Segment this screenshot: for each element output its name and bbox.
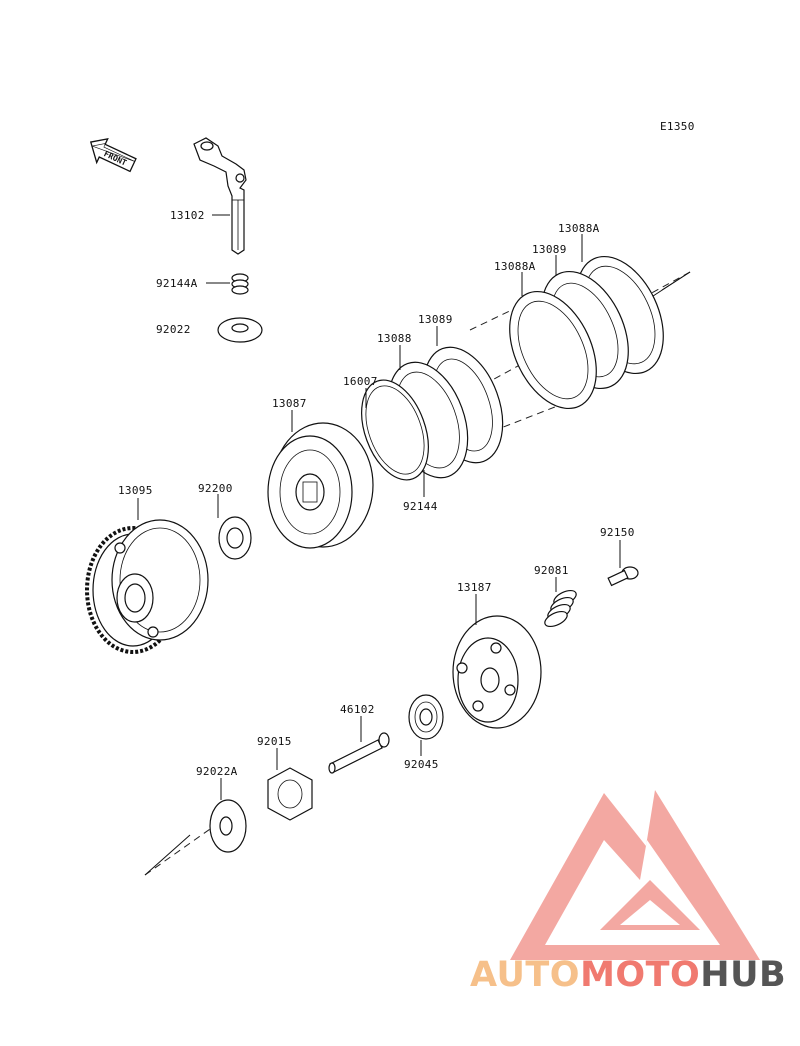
label-92144: 92144 bbox=[403, 500, 438, 513]
label-92045: 92045 bbox=[404, 758, 439, 771]
watermark-brand: AUTOMOTOHUB bbox=[470, 958, 786, 993]
front-arrow-icon: FRONT bbox=[89, 138, 137, 173]
part-92022A-washer bbox=[209, 799, 247, 853]
part-92045-bearing bbox=[408, 694, 444, 740]
watermark-hub: HUB bbox=[700, 955, 787, 995]
label-92022: 92022 bbox=[156, 323, 191, 336]
label-13088A-mid: 13088A bbox=[494, 260, 536, 273]
part-92081-spring bbox=[544, 589, 577, 628]
label-13088A-top: 13088A bbox=[558, 222, 600, 235]
watermark-moto: MOTO bbox=[580, 955, 701, 995]
part-16007-wire-ring bbox=[361, 379, 429, 481]
part-92015-nut bbox=[267, 767, 313, 821]
watermark-auto: AUTO bbox=[470, 955, 581, 995]
label-13095: 13095 bbox=[118, 484, 153, 497]
label-13089-top: 13089 bbox=[532, 243, 567, 256]
label-13102: 13102 bbox=[170, 209, 205, 222]
part-46102-push-rod bbox=[328, 732, 390, 774]
part-92144A-spring bbox=[231, 273, 249, 295]
axis-lower bbox=[144, 821, 221, 876]
label-92022A: 92022A bbox=[196, 765, 238, 778]
label-92200: 92200 bbox=[198, 482, 233, 495]
label-13089: 13089 bbox=[418, 313, 453, 326]
label-92081: 92081 bbox=[534, 564, 569, 577]
part-13087-clutch-hub bbox=[267, 422, 374, 549]
label-16007: 16007 bbox=[343, 375, 378, 388]
label-13087: 13087 bbox=[272, 397, 307, 410]
part-92022-washer bbox=[217, 317, 263, 343]
label-92015: 92015 bbox=[257, 735, 292, 748]
part-92150-bolt bbox=[607, 566, 639, 587]
watermark-logo bbox=[510, 790, 760, 960]
diagram-code: E1350 bbox=[660, 120, 695, 133]
label-46102: 46102 bbox=[340, 703, 375, 716]
part-13088A-friction-plate-mid bbox=[509, 290, 597, 410]
label-13088: 13088 bbox=[377, 332, 412, 345]
part-13102-lever bbox=[193, 137, 247, 255]
part-92200-washer bbox=[218, 516, 252, 560]
label-92150: 92150 bbox=[600, 526, 635, 539]
label-13187: 13187 bbox=[457, 581, 492, 594]
part-13095-clutch-housing bbox=[85, 519, 209, 654]
part-13187-pressure-plate bbox=[452, 615, 542, 729]
label-92144A: 92144A bbox=[156, 277, 198, 290]
axis-guide-1 bbox=[469, 305, 521, 331]
